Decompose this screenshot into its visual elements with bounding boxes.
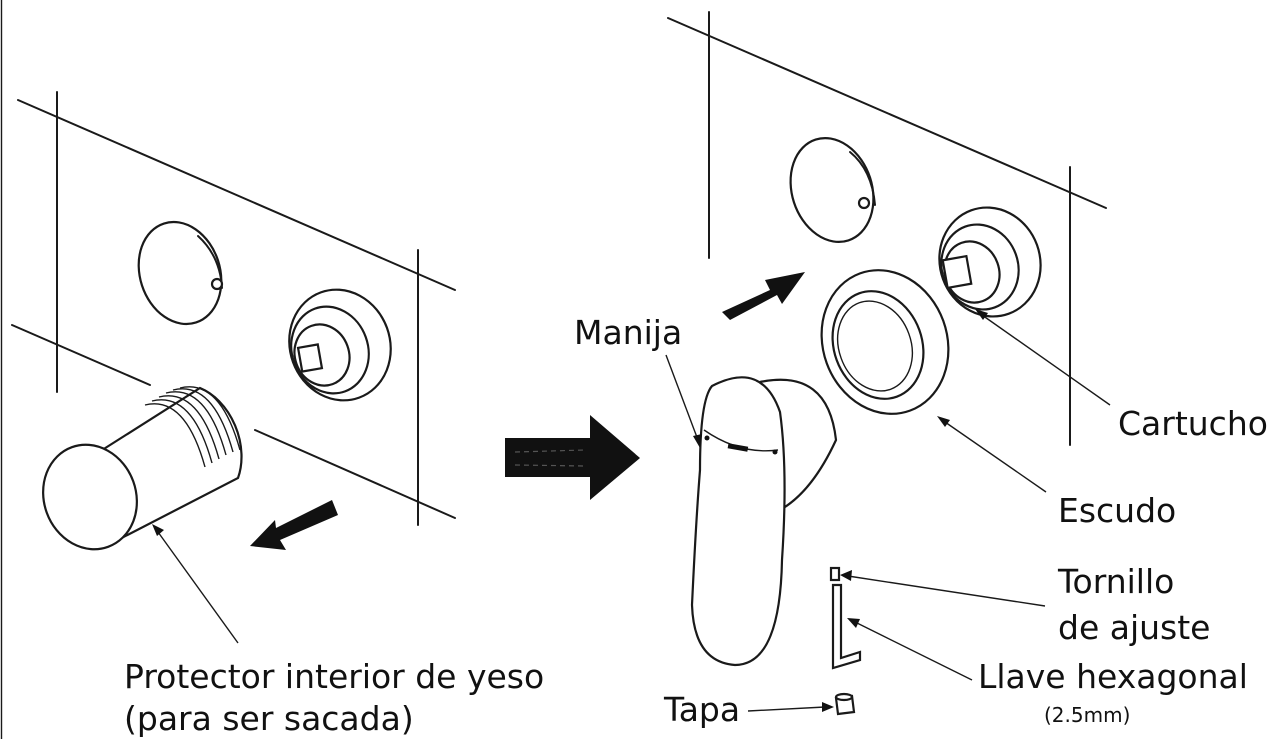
- arrow-in-icon: [722, 272, 805, 320]
- hex-key-icon: [831, 583, 862, 670]
- left-valve-body: [288, 288, 392, 402]
- label-manija: Manija: [574, 313, 683, 352]
- label-tornillo-line1: Tornillo: [1058, 562, 1175, 601]
- leader-protector: [157, 531, 239, 644]
- label-tornillo-line2: de ajuste: [1058, 608, 1211, 647]
- leaders-right: [665, 309, 1111, 712]
- label-llave-size: (2.5mm): [1044, 703, 1131, 727]
- arrow-out-icon: [250, 500, 338, 550]
- cartridge: [938, 206, 1042, 318]
- label-tapa: Tapa: [664, 690, 741, 729]
- right-wall-hole: [789, 137, 876, 243]
- label-llave: Llave hexagonal: [978, 657, 1248, 696]
- cap: [834, 692, 856, 716]
- arrow-process-icon: [505, 415, 640, 500]
- set-screw: [829, 566, 841, 582]
- plaster-guard: [42, 386, 243, 551]
- escutcheon: [820, 269, 950, 415]
- label-escudo: Escudo: [1058, 491, 1177, 530]
- lever-handle: [690, 376, 838, 667]
- label-protector-line1: Protector interior de yeso: [124, 657, 545, 696]
- label-cartucho: Cartucho: [1118, 404, 1268, 443]
- left-wall-hole: [137, 220, 224, 326]
- label-protector-line2: (para ser sacada): [124, 699, 414, 738]
- right-wall-panel: [667, 11, 1107, 446]
- left-wall-panel: [11, 91, 456, 526]
